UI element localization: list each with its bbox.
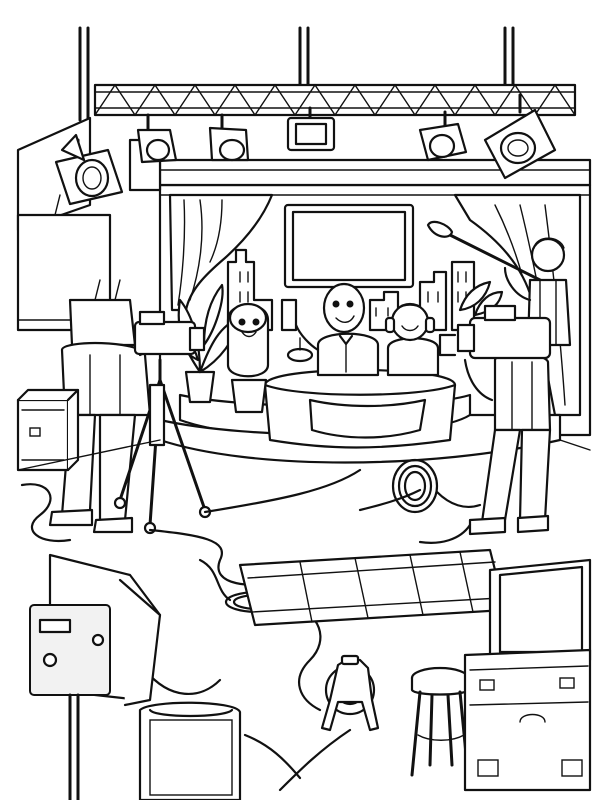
road-case-right: [463, 648, 592, 792]
guest-right: [384, 302, 440, 377]
anchor-desk: [263, 337, 457, 449]
equipment-case-left: [16, 388, 80, 472]
spotlight-top-center: [286, 106, 336, 152]
camera-operator-left: [48, 279, 174, 534]
potted-plant-right: [458, 280, 504, 317]
floodlight-foreground: [29, 553, 162, 800]
spotlight-center: [208, 113, 250, 162]
studio-spotlights: [54, 93, 557, 216]
floor-lines: [17, 439, 591, 471]
cable-reel: [320, 654, 380, 732]
news-anchor: [294, 282, 380, 377]
guest-left: [226, 302, 270, 414]
boom-mic-operator: [426, 220, 572, 347]
spotlight-center-left: [136, 113, 178, 164]
potted-plant-left: [168, 283, 242, 404]
road-case-foreground: [138, 701, 242, 800]
camera-operator-right: [468, 353, 552, 536]
ceiling-poles: [78, 26, 515, 122]
studio-camera-right: [438, 304, 552, 402]
lighting-truss: [93, 83, 592, 192]
studio-camera-left: [113, 310, 212, 535]
studio-wall-screen: [283, 203, 415, 289]
camera-dolly-track: [238, 548, 507, 627]
spotlight-right-large: [483, 93, 557, 180]
stool: [410, 666, 470, 777]
spotlight-center-right: [418, 110, 468, 162]
spotlight-left-large: [54, 133, 124, 216]
